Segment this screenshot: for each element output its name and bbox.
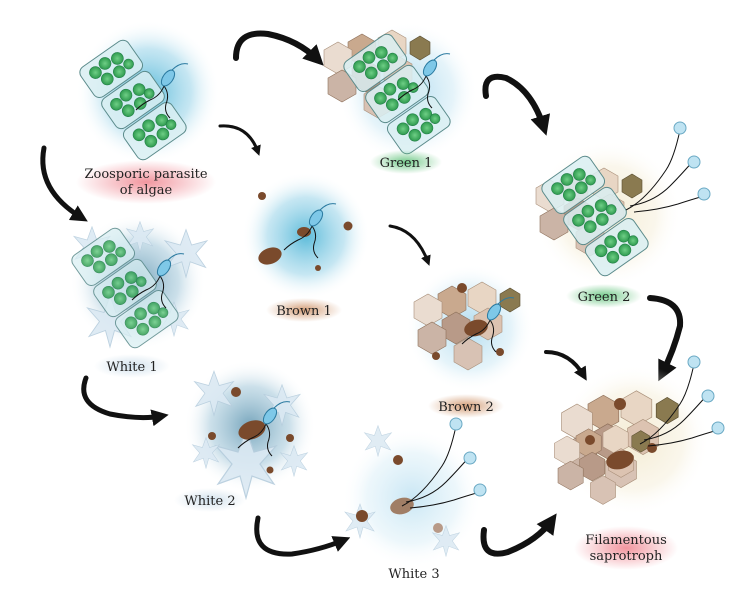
arrow-white1-to-white2 [81, 375, 169, 427]
debris-particle [286, 434, 294, 442]
label-highlight [428, 394, 504, 418]
node-green-2: Green 2 [534, 121, 711, 308]
node-brown-2: Brown 2 [406, 264, 534, 418]
node-label: Brown 1 [276, 304, 332, 319]
node-label: Brown 2 [438, 400, 494, 415]
debris-particle [258, 247, 282, 265]
arrow-brown1-to-brown2 [388, 224, 431, 266]
node-filamentous-saprotroph: Filamentous saprotroph [554, 355, 725, 570]
debris-particle [393, 455, 403, 465]
node-label-line1: Filamentous [585, 533, 667, 548]
debris-particle [606, 450, 634, 470]
arrow-white2-to-white3 [254, 515, 351, 557]
node-label-line2: saprotroph [590, 549, 663, 564]
debris-particle [432, 352, 440, 360]
node-white-2: White 2 [174, 360, 316, 512]
node-zoosporic-parasite: Zoosporic parasite of algae [76, 20, 220, 204]
arrow-brown2-to-filamentous [544, 350, 587, 381]
node-label: White 1 [106, 360, 157, 375]
node-label: White 2 [184, 494, 235, 509]
debris-particle [585, 435, 595, 445]
label-highlight [266, 298, 342, 322]
debris-particle [464, 319, 488, 337]
node-label-line1: Zoosporic parasite [84, 167, 207, 182]
arrow-zoosporic-to-green1 [233, 30, 324, 66]
debris-particle [433, 523, 443, 533]
node-label: White 3 [388, 567, 439, 582]
label-highlight [566, 284, 642, 308]
debris-particle [614, 398, 626, 410]
debris-particle [258, 192, 266, 200]
debris-particle [496, 348, 504, 356]
debris-particle [208, 432, 216, 440]
debris-particle [356, 510, 368, 522]
label-highlight [174, 488, 246, 512]
debris-particle [315, 265, 321, 271]
arrow-zoosporic-to-brown1 [218, 124, 261, 156]
label-highlight [370, 150, 442, 174]
node-white-3: White 3 [342, 417, 487, 582]
node-white-1: White 1 [68, 214, 208, 378]
succession-arrows [40, 30, 684, 557]
debris-particle [231, 387, 241, 397]
label-highlight [94, 354, 170, 378]
arrow-green1-to-green2 [482, 73, 551, 136]
node-brown-1: Brown 1 [242, 172, 370, 322]
debris-particle [647, 443, 657, 453]
label-highlight [574, 526, 678, 570]
label-highlight [76, 160, 216, 204]
arrow-green2-to-filamentous [647, 295, 684, 382]
arrow-white3-to-filamentous [480, 513, 557, 557]
node-label: Green 2 [578, 290, 631, 305]
debris-particle [238, 420, 266, 440]
debris-particle [343, 221, 353, 231]
debris-particle [457, 283, 467, 293]
node-green-1: Green 1 [323, 22, 478, 174]
node-label-line2: of algae [120, 183, 173, 198]
arrow-zoosporic-to-white1 [40, 145, 88, 222]
debris-particle [297, 227, 311, 237]
debris-particle [266, 466, 274, 474]
node-label: Green 1 [380, 156, 433, 171]
